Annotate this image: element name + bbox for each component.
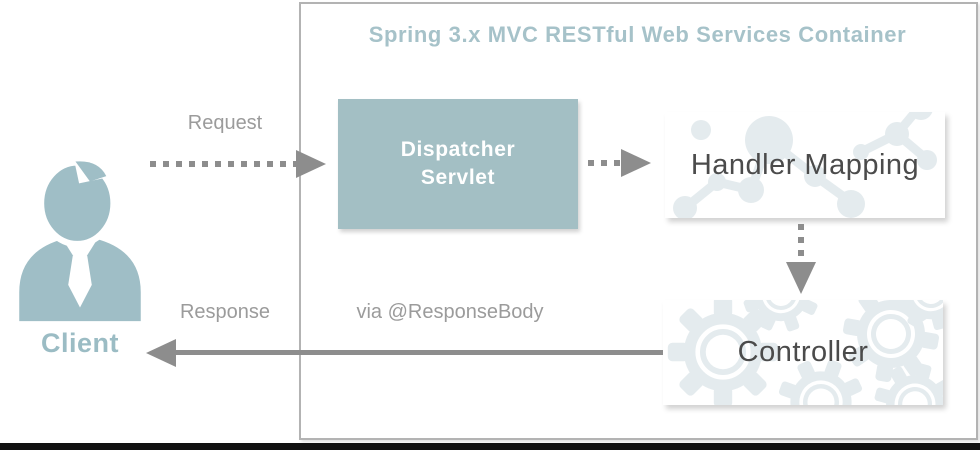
via-responsebody-label: via @ResponseBody bbox=[356, 301, 544, 323]
handler-to-controller-arrow bbox=[798, 224, 804, 264]
request-label: Request bbox=[187, 112, 263, 134]
dispatcher-label-line1: Dispatcher bbox=[400, 137, 516, 161]
client-person-icon bbox=[19, 156, 141, 322]
controller-node: Controller bbox=[663, 300, 943, 405]
client-label: Client bbox=[40, 328, 119, 358]
request-arrowhead-icon bbox=[296, 150, 326, 178]
controller-label: Controller bbox=[737, 336, 869, 368]
request-arrow bbox=[150, 161, 296, 167]
response-arrow bbox=[158, 350, 663, 355]
dispatcher-to-handler-arrow bbox=[588, 160, 621, 166]
dispatcher-label-line2: Servlet bbox=[420, 166, 496, 189]
response-label: Response bbox=[179, 301, 271, 323]
dispatcher-to-handler-arrowhead-icon bbox=[621, 149, 651, 177]
container-title: Spring 3.x MVC RESTful Web Services Cont… bbox=[368, 22, 907, 47]
bottom-border-bar bbox=[0, 443, 980, 450]
dispatcher-servlet-node: Dispatcher Servlet bbox=[338, 99, 578, 229]
response-arrowhead-icon bbox=[146, 339, 176, 367]
handler-mapping-node: Handler Mapping bbox=[665, 112, 945, 218]
handler-to-controller-arrowhead-icon bbox=[786, 262, 816, 294]
handler-mapping-label: Handler Mapping bbox=[690, 148, 920, 181]
molecule-pattern-icon bbox=[673, 112, 937, 218]
